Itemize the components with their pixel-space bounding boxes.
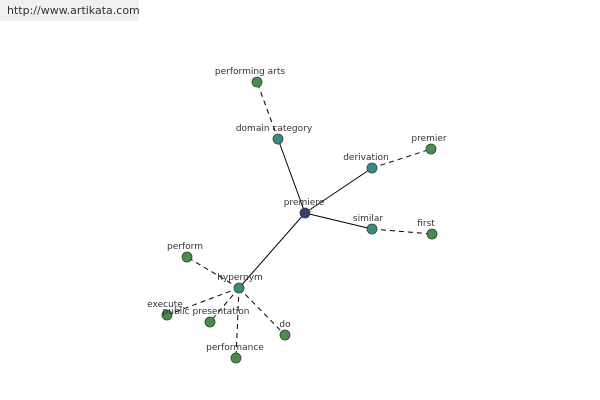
node-similar[interactable]: similar [353, 214, 383, 235]
node-label-derivation: derivation [343, 153, 389, 163]
node-circle-domain-category[interactable] [272, 133, 284, 145]
edge-premiere-to-derivation [304, 167, 373, 214]
node-label-do: do [279, 320, 291, 330]
node-premiere[interactable]: premiere [284, 198, 325, 219]
node-do[interactable]: do [279, 320, 291, 341]
node-public-presentation[interactable]: public presentation [163, 307, 250, 328]
node-execute[interactable]: execute [147, 300, 183, 321]
node-label-public-presentation: public presentation [163, 307, 250, 317]
node-label-hypernym: hypernym [217, 273, 263, 283]
source-url-bar: http://www.artikata.com [0, 0, 140, 21]
node-circle-similar[interactable] [366, 223, 378, 235]
edge-hypernym-to-performance [235, 287, 240, 359]
node-label-performing-arts: performing arts [215, 67, 285, 77]
node-label-perform: perform [167, 242, 203, 252]
node-circle-first[interactable] [426, 228, 438, 240]
node-circle-performing-arts[interactable] [251, 76, 263, 88]
node-performance[interactable]: performance [206, 343, 264, 364]
edge-hypernym-to-do [238, 287, 286, 336]
edge-premiere-to-similar [304, 212, 373, 230]
edge-similar-to-first [371, 228, 433, 235]
node-circle-execute[interactable] [161, 309, 173, 321]
node-circle-do[interactable] [279, 329, 291, 341]
node-derivation[interactable]: derivation [343, 153, 389, 174]
edge-derivation-to-premier [371, 148, 432, 169]
node-label-domain-category: domain category [236, 124, 313, 134]
node-label-performance: performance [206, 343, 264, 353]
edge-premiere-to-hypernym [238, 212, 306, 289]
node-label-premiere: premiere [284, 198, 325, 208]
edge-premiere-to-domain-category [277, 138, 306, 214]
node-circle-perform[interactable] [181, 251, 193, 263]
node-circle-hypernym[interactable] [233, 282, 245, 294]
node-performing-arts[interactable]: performing arts [215, 67, 285, 88]
node-label-execute: execute [147, 300, 183, 310]
node-label-first: first [417, 219, 435, 229]
node-perform[interactable]: perform [167, 242, 203, 263]
edge-domain-category-to-performing-arts [256, 81, 279, 140]
node-domain-category[interactable]: domain category [236, 124, 313, 145]
source-url-text[interactable]: http://www.artikata.com [7, 4, 140, 17]
node-premier[interactable]: premier [411, 134, 447, 155]
node-circle-public-presentation[interactable] [204, 316, 216, 328]
node-circle-premiere[interactable] [299, 207, 311, 219]
node-circle-premier[interactable] [425, 143, 437, 155]
edge-hypernym-to-execute [166, 287, 240, 316]
edge-hypernym-to-public-presentation [209, 287, 240, 323]
node-circle-performance[interactable] [230, 352, 242, 364]
edge-hypernym-to-perform [186, 256, 240, 289]
node-label-similar: similar [353, 214, 383, 224]
node-hypernym[interactable]: hypernym [217, 273, 263, 294]
node-first[interactable]: first [417, 219, 438, 240]
node-circle-derivation[interactable] [366, 162, 378, 174]
node-label-premier: premier [411, 134, 447, 144]
